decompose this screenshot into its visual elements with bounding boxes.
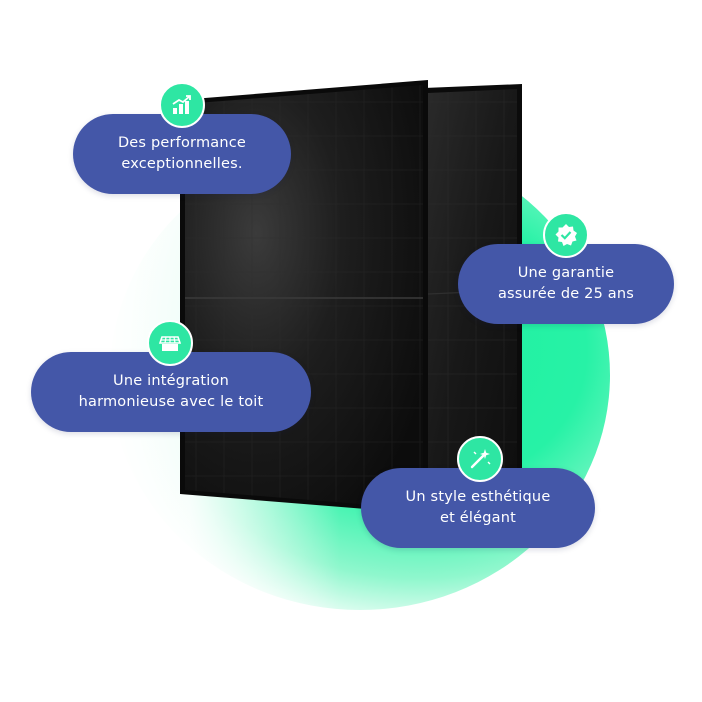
feature-warranty-pill: Une garantie assurée de 25 ans — [458, 244, 674, 324]
feature-integration-line1: Une intégration — [113, 373, 229, 389]
magic-wand-icon — [457, 436, 503, 482]
growth-chart-icon — [159, 82, 205, 128]
feature-integration-line2: harmonieuse avec le toit — [78, 394, 264, 410]
feature-performance-line1: Des performance — [117, 135, 247, 151]
feature-performance-line2: exceptionnelles. — [121, 156, 243, 172]
feature-performance-pill: Des performance exceptionnelles. — [73, 114, 291, 194]
feature-warranty-line2: assurée de 25 ans — [497, 286, 635, 302]
feature-warranty-line1: Une garantie — [517, 265, 615, 281]
feature-style-line2: et élégant — [439, 510, 517, 526]
feature-style-line1: Un style esthétique — [405, 489, 551, 505]
certified-check-icon — [543, 212, 589, 258]
solar-roof-icon — [147, 320, 193, 366]
